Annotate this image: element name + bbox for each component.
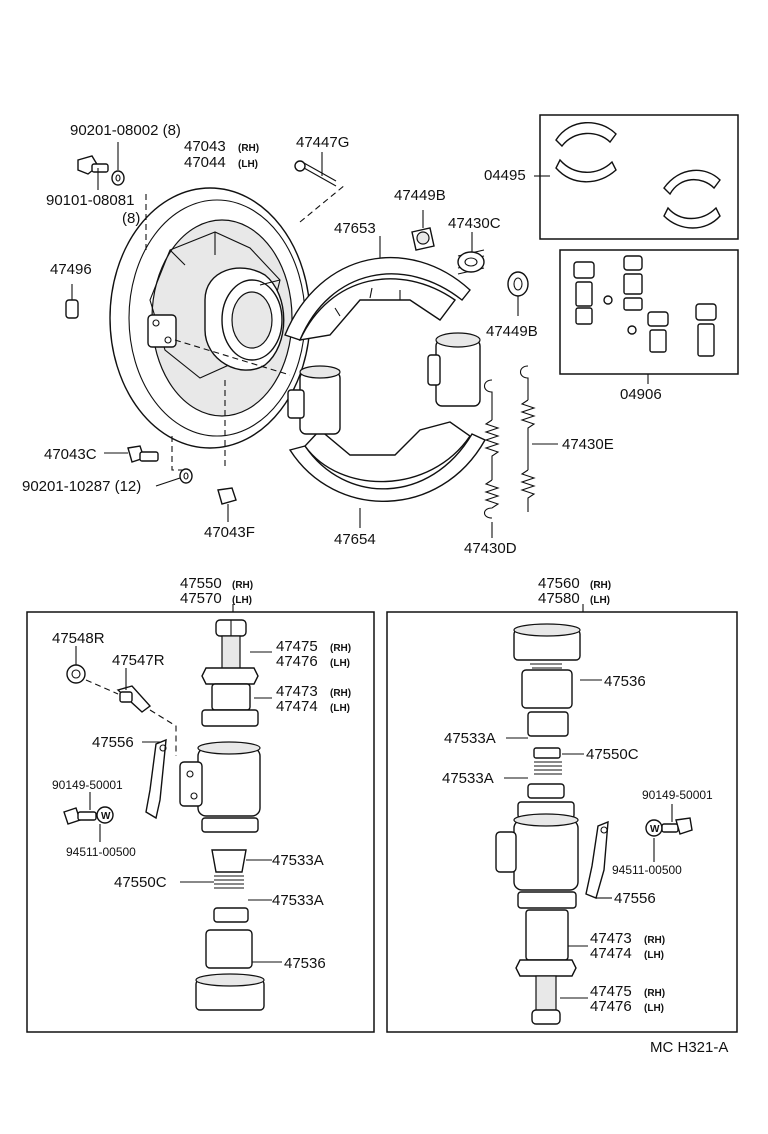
backing-plate <box>109 187 311 449</box>
left-cylinder-stack <box>179 619 265 1011</box>
label-47043C: 47043C <box>44 446 97 463</box>
label-47533A-right-2: 47533A <box>442 770 494 787</box>
label-lh-47570: (LH) <box>232 595 252 606</box>
label-47536-right: 47536 <box>604 673 646 690</box>
washer-90201-icon <box>111 170 125 186</box>
label-47430E: 47430E <box>562 436 614 453</box>
label-90149-left: 90149-50001 <box>52 778 123 792</box>
label-rh-47473-right: (RH) <box>644 935 665 946</box>
brake-shoe-47653 <box>284 256 471 341</box>
label-47476-left: 47476 <box>276 653 318 670</box>
bolt-47043C-icon <box>127 445 159 463</box>
label-47043F: 47043F <box>204 524 255 541</box>
label-90149-right: 90149-50001 <box>642 788 713 802</box>
label-47430D: 47430D <box>464 540 517 557</box>
label-rh-47475-left: (RH) <box>330 643 351 654</box>
lever-47556-right-icon <box>585 820 609 899</box>
washer-w-left: W <box>101 811 111 822</box>
brake-shoe-47654 <box>288 421 486 502</box>
label-47447G: 47447G <box>296 134 349 151</box>
label-94511-right: 94511-00500 <box>612 863 682 877</box>
washer-94511-left-icon <box>96 806 114 824</box>
label-47580: 47580 <box>538 590 580 607</box>
spring-47430D-icon <box>483 379 500 519</box>
label-47556-left: 47556 <box>92 734 134 751</box>
label-47044: 47044 <box>184 154 226 171</box>
box-04906 <box>559 249 739 375</box>
label-rh-47473-left: (RH) <box>330 688 351 699</box>
diagram-code: MC H321-A <box>650 1039 728 1056</box>
label-qty-8: (8) <box>122 210 140 227</box>
wheel-cylinder-right <box>427 332 481 407</box>
label-47570: 47570 <box>180 590 222 607</box>
nut-47043F-icon <box>217 487 237 505</box>
label-rh-47475-right: (RH) <box>644 988 665 999</box>
label-47475-right: 47475 <box>590 983 632 1000</box>
box-left-cylinder <box>26 611 375 1033</box>
label-lh-47580: (LH) <box>590 595 610 606</box>
label-47474-left: 47474 <box>276 698 318 715</box>
cap-47548R-icon <box>66 664 86 684</box>
bolt-90149-left-icon <box>63 807 97 825</box>
label-47550C-left: 47550C <box>114 874 167 891</box>
label-47547R: 47547R <box>112 652 165 669</box>
label-47449B-top: 47449B <box>394 187 446 204</box>
label-47654: 47654 <box>334 531 376 548</box>
bolt-47447G-icon <box>294 160 337 187</box>
label-47430C: 47430C <box>448 215 501 232</box>
label-47476-right: 47476 <box>590 998 632 1015</box>
washer-90201-10287-icon <box>179 468 193 484</box>
label-47550C-right: 47550C <box>586 746 639 763</box>
label-rh-47560: (RH) <box>590 580 611 591</box>
shoe-kit-icon <box>555 121 721 229</box>
label-47536-left: 47536 <box>284 955 326 972</box>
label-rh-47043: (RH) <box>238 143 259 154</box>
label-lh-47474-right: (LH) <box>644 950 664 961</box>
label-lh-47476-left: (LH) <box>330 658 350 669</box>
label-90101-08081: 90101-08081 <box>46 192 134 209</box>
lever-47556-left-icon <box>145 738 167 820</box>
label-47473-left: 47473 <box>276 683 318 700</box>
label-47533A-right-1: 47533A <box>444 730 496 747</box>
label-90201-10287: 90201-10287 (12) <box>22 478 141 495</box>
label-04906: 04906 <box>620 386 662 403</box>
bleeder-47547R-icon <box>116 685 152 713</box>
label-47473-right: 47473 <box>590 930 632 947</box>
label-47653: 47653 <box>334 220 376 237</box>
label-47475-left: 47475 <box>276 638 318 655</box>
box-right-cylinder <box>386 611 738 1033</box>
bolt-90101-icon <box>77 155 109 175</box>
label-lh-47476-right: (LH) <box>644 1003 664 1014</box>
label-47533A-left-1: 47533A <box>272 852 324 869</box>
label-47449B-bottom: 47449B <box>486 323 538 340</box>
spring-47430E-icon <box>519 365 536 512</box>
label-47496: 47496 <box>50 261 92 278</box>
label-47043: 47043 <box>184 138 226 155</box>
plug-47496-icon <box>65 299 79 319</box>
label-lh-47044: (LH) <box>238 159 258 170</box>
label-47556-right: 47556 <box>614 890 656 907</box>
label-04495: 04495 <box>484 167 526 184</box>
label-47548R: 47548R <box>52 630 105 647</box>
spring-47430C-icon <box>457 249 485 275</box>
label-47550: 47550 <box>180 575 222 592</box>
cylinder-kit-icon <box>573 255 717 357</box>
cap-47449B-bottom-icon <box>507 271 529 297</box>
cap-47449B-top-icon <box>411 227 435 251</box>
label-lh-47474-left: (LH) <box>330 703 350 714</box>
label-rh-47550: (RH) <box>232 580 253 591</box>
label-47474-right: 47474 <box>590 945 632 962</box>
label-47533A-left-2: 47533A <box>272 892 324 909</box>
bolt-90149-right-icon <box>661 817 693 835</box>
wheel-cylinder-left <box>287 365 341 435</box>
label-94511-left: 94511-00500 <box>66 845 136 859</box>
box-04495 <box>539 114 739 240</box>
right-cylinder-stack <box>495 623 581 1025</box>
washer-w-right: W <box>650 824 660 835</box>
label-90201-08002: 90201-08002 (8) <box>70 122 181 139</box>
label-47560: 47560 <box>538 575 580 592</box>
